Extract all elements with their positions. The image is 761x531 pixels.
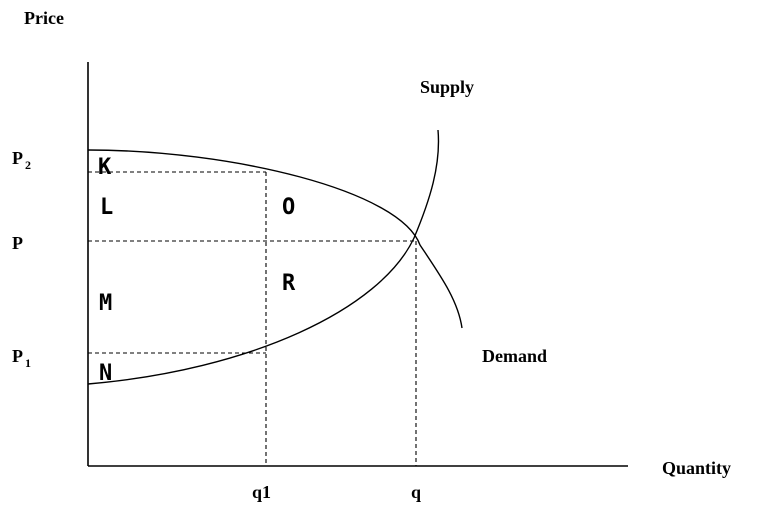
quantity-label-q1: q1 <box>252 482 271 502</box>
y-axis-label: Price <box>24 8 64 28</box>
price-label-p1-subscript: 1 <box>25 356 31 370</box>
price-label-p1: P <box>12 346 23 366</box>
region-label-m: M <box>99 291 112 316</box>
demand-label: Demand <box>482 346 547 366</box>
region-label-r: R <box>282 271 296 296</box>
region-label-n: N <box>99 361 112 386</box>
supply-label: Supply <box>420 77 474 97</box>
x-axis-label: Quantity <box>662 458 731 478</box>
region-label-l: L <box>100 195 113 220</box>
price-label-p: P <box>12 233 23 253</box>
price-label-p2: P <box>12 148 23 168</box>
region-label-o: O <box>282 195 295 220</box>
quantity-label-q: q <box>411 482 421 502</box>
region-label-k: K <box>98 155 112 180</box>
supply-curve <box>87 129 440 385</box>
demand-curve <box>87 149 463 329</box>
price-label-p2-subscript: 2 <box>25 158 31 172</box>
